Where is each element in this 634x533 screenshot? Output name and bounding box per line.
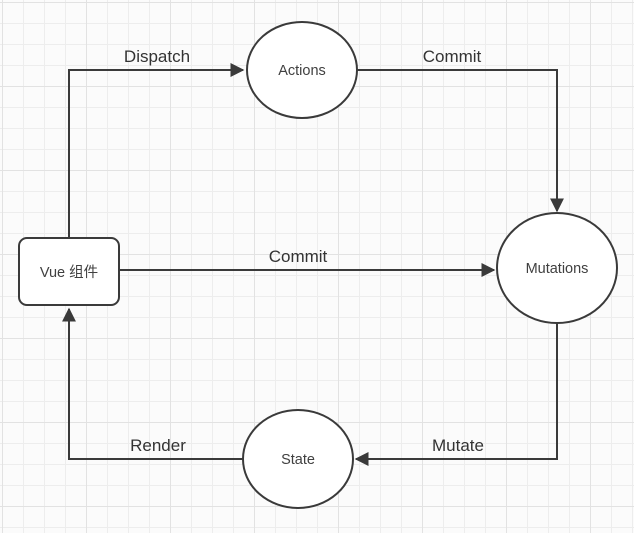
edge-label-dispatch: Dispatch [124, 47, 190, 66]
node-label-mutations: Mutations [526, 261, 589, 277]
node-actions: Actions [246, 21, 358, 119]
edge-label-render: Render [130, 436, 186, 455]
edge-label-mutate: Mutate [432, 436, 484, 455]
edge-commit-top [357, 69, 564, 213]
edge-label-commit-top: Commit [423, 47, 482, 66]
edge-label-commit-middle: Commit [269, 247, 328, 266]
node-vue-component: Vue 组件 [18, 237, 120, 306]
node-label-actions: Actions [278, 63, 326, 79]
edge-render [62, 307, 243, 460]
node-label-vue-component: Vue 组件 [40, 264, 98, 281]
node-state: State [242, 409, 354, 509]
node-label-state: State [281, 452, 315, 468]
node-mutations: Mutations [496, 212, 618, 324]
edge-mutate [354, 323, 558, 466]
edge-dispatch [68, 63, 245, 238]
